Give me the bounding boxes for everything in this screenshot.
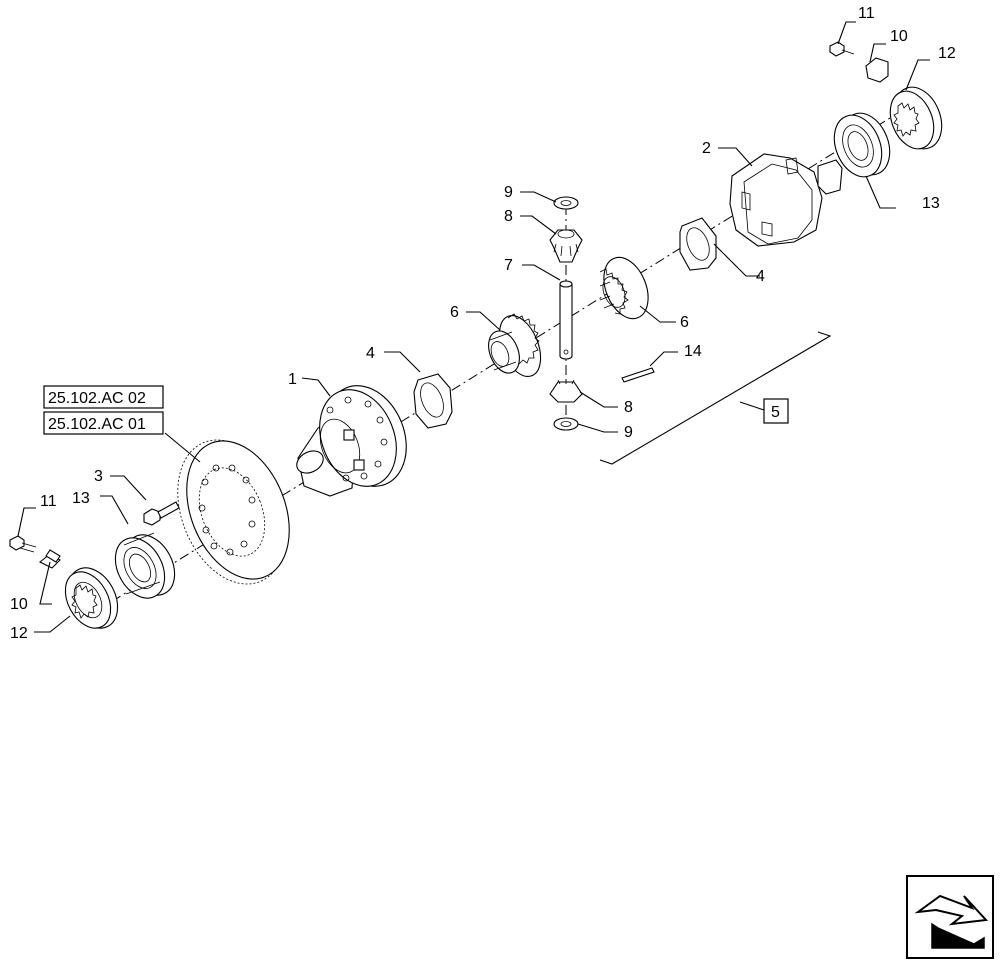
group-5-label: 5 (763, 398, 789, 424)
reference-box-2[interactable]: 25.102.AC 01 (43, 411, 164, 435)
callout-12-left: 12 (10, 625, 28, 642)
bolt-right (829, 41, 855, 57)
callout-11-right: 11 (858, 5, 875, 22)
thrust-washer-right (679, 217, 717, 271)
pinion-gear-bottom (549, 379, 583, 403)
bolt-left (9, 535, 37, 553)
ring-nut-right (889, 86, 943, 150)
reference-box-1[interactable]: 25.102.AC 02 (43, 385, 164, 409)
roll-pin (621, 367, 655, 383)
svg-text:5: 5 (771, 404, 780, 421)
svg-text:25.102.AC 02: 25.102.AC 02 (48, 390, 146, 407)
leader-lines (17, 21, 930, 633)
callout-6-left: 6 (450, 304, 459, 321)
svg-text:25.102.AC 01: 25.102.AC 01 (48, 416, 146, 433)
differential-case (296, 385, 407, 497)
callout-12-right: 12 (938, 45, 956, 62)
callout-2: 2 (702, 140, 711, 157)
lock-plate-right (865, 57, 889, 83)
thrust-washer-left (413, 373, 453, 429)
callout-10-right: 10 (890, 28, 908, 45)
callout-13-right: 13 (922, 195, 940, 212)
ring-gear (177, 439, 290, 585)
callout-10-left: 10 (10, 596, 28, 613)
callout-4-left: 4 (366, 345, 375, 362)
group-5-leader (739, 401, 765, 411)
ring-nut-left (64, 567, 119, 629)
callout-6-right: 6 (680, 314, 689, 331)
side-gear-right (599, 256, 649, 320)
pinion-gear-top (549, 229, 583, 263)
next-page-arrow-icon[interactable] (906, 875, 994, 959)
washer-top (553, 196, 579, 210)
callout-9-top: 9 (504, 184, 513, 201)
callout-8-top: 8 (504, 208, 513, 225)
callout-13-left: 13 (72, 490, 90, 507)
ring-gear-bolt (143, 501, 180, 526)
bearing-left (114, 532, 176, 599)
callout-11-left: 11 (40, 493, 57, 510)
callout-3: 3 (94, 468, 103, 485)
callout-7: 7 (504, 257, 513, 274)
callout-14: 14 (684, 343, 702, 360)
cross-shaft (559, 280, 573, 360)
differential-cover (729, 153, 843, 247)
callout-4-right: 4 (756, 268, 765, 285)
callout-1: 1 (288, 371, 297, 388)
group-bracket (599, 331, 832, 465)
callout-8-bottom: 8 (624, 399, 633, 416)
lock-plate-left (38, 549, 61, 569)
bearing-right (833, 112, 891, 178)
side-gear-left (488, 313, 542, 377)
callout-9-bottom: 9 (624, 424, 633, 441)
washer-bottom (553, 417, 579, 431)
